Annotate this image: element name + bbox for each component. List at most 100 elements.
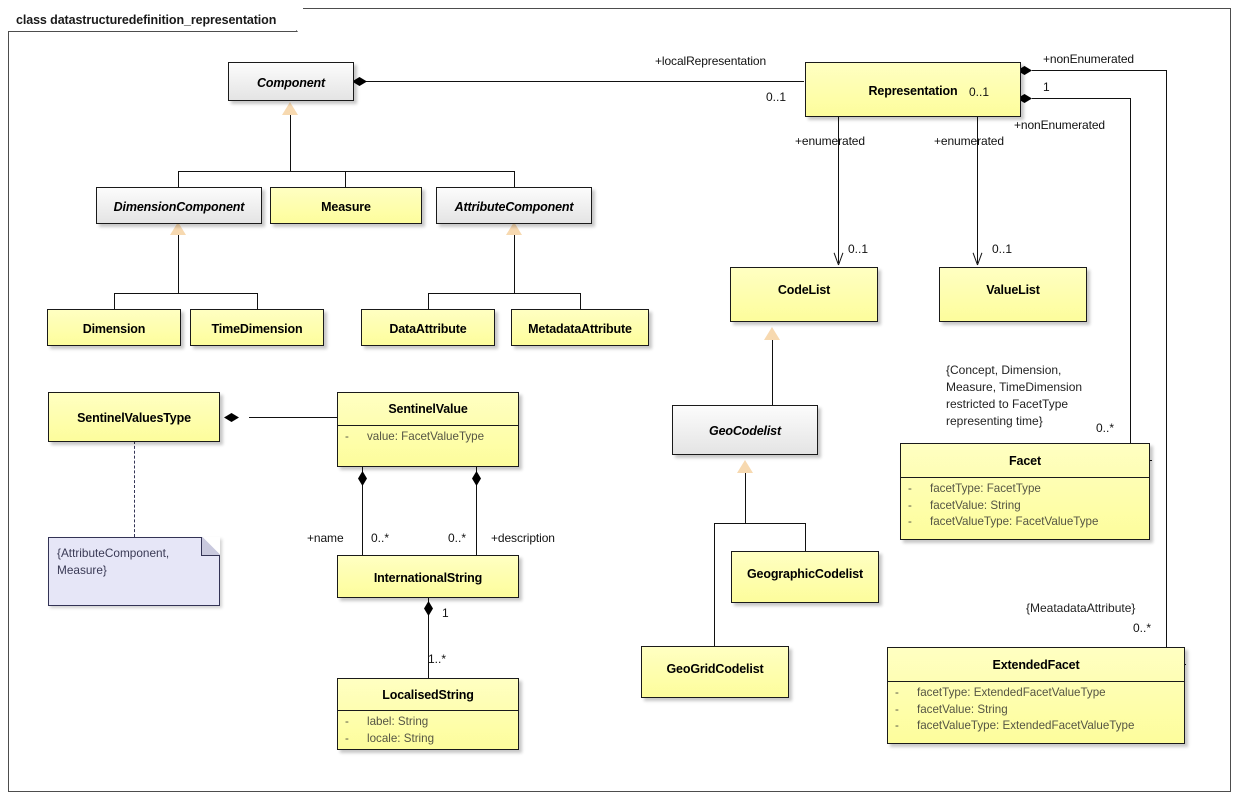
connector-nonenum-top-h: [1032, 70, 1166, 71]
generalization-triangle-geo: [737, 460, 753, 473]
class-separator-localisedstring: [338, 710, 518, 711]
label-name-role: +name: [307, 531, 344, 545]
attribute-row: - facetValue: String: [908, 498, 1149, 515]
connector-component-representation: [364, 81, 804, 82]
connector-sentinelvaluestype-sentinelvalue: [249, 417, 338, 418]
attribute-text: facetType: ExtendedFacetValueType: [917, 686, 1106, 699]
class-name-representation: Representation: [868, 83, 958, 98]
gen-line-to-geogridcodelist: [714, 523, 715, 646]
mult-facet: 0..*: [1096, 421, 1115, 435]
diagram-title: class datastructuredefinition_representa…: [16, 13, 277, 27]
class-geocodelist[interactable]: GeoCodelist: [672, 405, 818, 455]
class-attributes-localisedstring: - label: String - locale: String: [338, 710, 518, 747]
attribute-visibility: -: [895, 719, 899, 732]
attribute-visibility: -: [345, 430, 349, 443]
class-name-dimension: Dimension: [82, 321, 146, 336]
class-name-geogridcodelist: GeoGridCodelist: [666, 662, 764, 676]
class-sentinelvaluestype[interactable]: SentinelValuesType: [48, 392, 220, 442]
gen-line-to-metadataattribute: [580, 293, 581, 309]
class-localisedstring[interactable]: LocalisedString - label: String - locale…: [337, 678, 519, 750]
mult-description: 0..*: [448, 531, 467, 545]
attribute-row: - facetValueType: ExtendedFacetValueType: [895, 718, 1184, 735]
class-name-dimensioncomponent: DimensionComponent: [113, 199, 245, 214]
gen-line-attribute-bus: [428, 293, 580, 294]
gen-line-component-stem: [290, 115, 291, 171]
class-extendedfacet[interactable]: ExtendedFacet - facetType: ExtendedFacet…: [887, 647, 1185, 744]
gen-line-to-measure: [345, 171, 346, 187]
diagram-frame-tab-corner: [296, 9, 320, 32]
attribute-visibility: -: [345, 715, 349, 728]
attribute-row: - locale: String: [345, 731, 518, 748]
attribute-visibility: -: [908, 515, 912, 528]
class-attributes-facet: - facetType: FacetType - facetValue: Str…: [901, 477, 1149, 531]
gen-line-to-geographiccodelist: [805, 523, 806, 551]
gen-line-attributecomponent-stem: [514, 235, 515, 293]
connector-nonenum-top-v: [1166, 70, 1167, 664]
class-timedimension[interactable]: TimeDimension: [190, 309, 324, 346]
label-description-role: +description: [491, 531, 555, 545]
class-name-codelist: CodeList: [777, 283, 831, 297]
arrowhead-codelist: [832, 252, 845, 265]
mult-local-representation: 0..1: [766, 90, 787, 104]
gen-line-to-attributecomponent: [514, 171, 515, 187]
class-separator-facet: [901, 477, 1149, 478]
mult-name: 0..*: [371, 531, 390, 545]
class-name-component: Component: [256, 75, 326, 90]
class-attributecomponent[interactable]: AttributeComponent: [436, 187, 592, 224]
constraint-extendedfacet: {MeatadataAttribute}: [1026, 601, 1136, 615]
generalization-triangle-dimensioncomponent: [170, 222, 186, 235]
attribute-visibility: -: [908, 482, 912, 495]
gen-line-to-timedimension: [257, 293, 258, 309]
arrowhead-valuelist: [971, 252, 984, 265]
mult-extendedfacet: 0..*: [1133, 621, 1152, 635]
class-name-geocodelist: GeoCodelist: [709, 424, 781, 438]
class-component[interactable]: Component: [228, 62, 354, 101]
class-codelist[interactable]: CodeList: [730, 267, 878, 322]
gen-line-geocodelist-stem: [772, 340, 773, 405]
composition-diamond-internationalstring: [424, 601, 433, 616]
composition-diamond-description: [472, 471, 481, 486]
composition-diamond-name: [358, 471, 367, 486]
attribute-row: - value: FacetValueType: [345, 429, 518, 446]
attribute-visibility: -: [895, 686, 899, 699]
connector-nonenum-bottom-v: [1130, 98, 1131, 460]
class-metadataattribute[interactable]: MetadataAttribute: [511, 309, 649, 346]
class-name-sentinelvalue: SentinelValue: [388, 402, 468, 416]
class-name-localisedstring: LocalisedString: [382, 687, 474, 702]
composition-diamond-component: [352, 77, 367, 86]
connector-internationalstring-localisedstring: [428, 598, 429, 678]
class-dimension[interactable]: Dimension: [47, 309, 181, 346]
class-dataattribute[interactable]: DataAttribute: [361, 309, 495, 346]
note-attributecomponent-measure[interactable]: {AttributeComponent, Measure}: [48, 537, 220, 606]
connector-sentinelvalue-description: [476, 466, 477, 555]
attribute-text: facetType: FacetType: [930, 482, 1041, 495]
class-measure[interactable]: Measure: [270, 187, 422, 224]
connector-representation-valuelist: [977, 108, 978, 263]
class-name-timedimension: TimeDimension: [211, 321, 303, 336]
class-geographiccodelist[interactable]: GeographicCodelist: [731, 551, 879, 603]
class-representation[interactable]: Representation 0..1: [805, 62, 1021, 117]
label-nonenumerated-bottom: +nonEnumerated: [1014, 118, 1106, 132]
class-name-dataattribute: DataAttribute: [389, 321, 467, 336]
note-anchor-line: [134, 441, 135, 537]
gen-line-to-dimensioncomponent: [178, 171, 179, 187]
mult-representation-end: 0..1: [969, 85, 990, 99]
note-fold-corner: [201, 537, 220, 556]
attribute-row: - facetType: ExtendedFacetValueType: [895, 685, 1184, 702]
attribute-row: - facetValueType: FacetValueType: [908, 514, 1149, 531]
class-valuelist[interactable]: ValueList: [939, 267, 1087, 322]
class-sentinelvalue[interactable]: SentinelValue - value: FacetValueType: [337, 392, 519, 467]
mult-localisedstring-owner: 1: [442, 606, 449, 620]
class-name-attributecomponent: AttributeComponent: [454, 199, 574, 214]
gen-line-to-dimension: [114, 293, 115, 309]
class-geogridcodelist[interactable]: GeoGridCodelist: [641, 646, 789, 698]
class-internationalstring[interactable]: InternationalString: [337, 555, 519, 598]
attribute-row: - facetValue: String: [895, 702, 1184, 719]
mult-enumerated-valuelist: 0..1: [992, 242, 1013, 256]
class-dimensioncomponent[interactable]: DimensionComponent: [96, 187, 262, 224]
label-local-representation: +localRepresentation: [655, 54, 767, 68]
class-facet[interactable]: Facet - facetType: FacetType - facetValu…: [900, 443, 1150, 540]
generalization-triangle-attributecomponent: [506, 222, 522, 235]
attribute-text: facetValue: String: [930, 498, 1021, 512]
